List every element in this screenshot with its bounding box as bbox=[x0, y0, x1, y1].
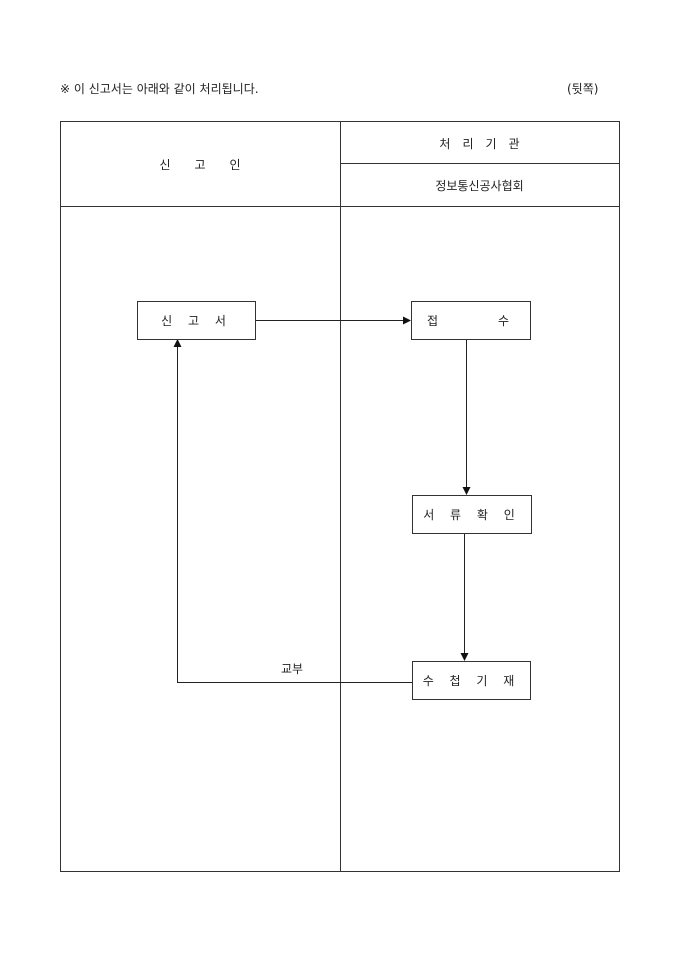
flow-box-report: 신 고 서 bbox=[137, 301, 256, 340]
arrow-record-to-report bbox=[173, 339, 412, 683]
flow-box-receipt: 접 수 bbox=[411, 301, 531, 340]
page-side-label: (뒷쪽) bbox=[567, 82, 599, 96]
notice-text: ※ 이 신고서는 아래와 같이 처리됩니다. bbox=[60, 82, 259, 96]
flow-box-review: 서 류 확 인 bbox=[412, 495, 532, 534]
header-applicant: 신 고 인 bbox=[159, 158, 241, 172]
return-label: 교부 bbox=[281, 662, 304, 676]
flow-box-record: 수 첩 기 재 bbox=[412, 661, 531, 700]
table-frame bbox=[60, 121, 620, 872]
processor-name: 정보통신공사협회 bbox=[435, 179, 524, 193]
header-processor: 처 리 기 관 bbox=[439, 137, 520, 151]
